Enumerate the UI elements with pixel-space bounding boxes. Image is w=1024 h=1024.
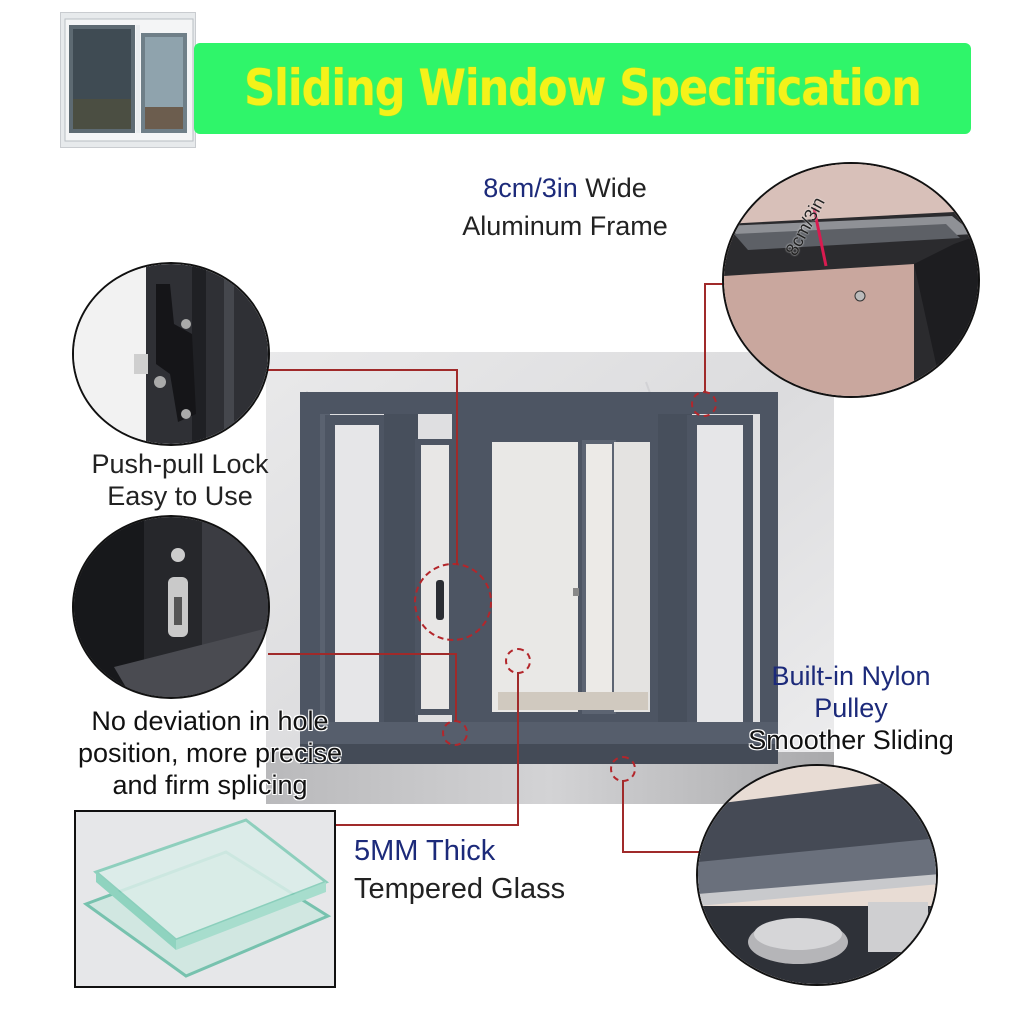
lock-callout: Push-pull Lock Easy to Use (64, 448, 296, 512)
tempered-glass-image (74, 810, 336, 988)
pulley-leader-line (622, 780, 624, 852)
pulley-detail (696, 764, 938, 986)
frame-leader-line-horizontal (704, 283, 734, 285)
frame-highlight-circle (691, 391, 717, 417)
hole-callout-line3: and firm splicing (112, 770, 308, 800)
frame-corner-image (724, 164, 978, 396)
lock-detail-image (74, 264, 268, 444)
hole-splicing-detail (72, 515, 270, 699)
glass-highlight-circle (505, 648, 531, 674)
lock-callout-line2: Easy to Use (107, 481, 253, 511)
pulley-detail-image (698, 766, 936, 984)
pulley-callout-line2: Pulley (814, 693, 888, 723)
pulley-callout-line1: Built-in Nylon (771, 661, 931, 691)
frame-width-highlight: 8cm/3in (483, 173, 578, 203)
glass-panes-drawing (76, 812, 334, 986)
frame-callout-line1: 8cm/3in Wide (420, 172, 710, 204)
glass-callout-line2: Tempered Glass (354, 873, 566, 905)
frame-callout-line2: Aluminum Frame (462, 211, 668, 241)
window-thumbnail (60, 12, 196, 148)
frame-width-rest: Wide (577, 173, 647, 203)
lock-highlight-circle (414, 563, 492, 641)
hole-leader-line (268, 653, 456, 655)
frame-callout: 8cm/3in Wide Aluminum Frame (420, 172, 710, 242)
hole-callout-line1: No deviation in hole (91, 706, 329, 736)
lock-leader-line (186, 369, 457, 371)
lock-callout-line1: Push-pull Lock (91, 449, 269, 479)
hole-callout-line2: position, more precise (77, 738, 343, 768)
pulley-leader-line-horizontal (622, 851, 700, 853)
glass-leader-line-horizontal (336, 824, 519, 826)
pulley-callout: Built-in Nylon Pulley Smoother Sliding (740, 660, 962, 756)
title-banner: Sliding Window Specification (194, 43, 971, 134)
pulley-callout-line3: Smoother Sliding (748, 725, 954, 755)
frame-corner-detail: 8cm/3in (722, 162, 980, 398)
hole-leader-line-vertical (455, 653, 457, 721)
pulley-highlight-circle (610, 756, 636, 782)
sliding-window-image (266, 352, 834, 804)
glass-callout: 5MM Thick Tempered Glass (354, 832, 634, 908)
window-thumbnail-image (61, 13, 195, 147)
frame-leader-line (704, 283, 706, 393)
glass-leader-line (517, 672, 519, 825)
lock-leader-line-vertical (456, 369, 458, 565)
glass-callout-line1: 5MM Thick (354, 835, 496, 867)
splicing-highlight-circle (442, 720, 468, 746)
sliding-window-drawing (266, 352, 834, 804)
hole-callout: No deviation in hole position, more prec… (60, 705, 360, 801)
lock-detail (72, 262, 270, 446)
hole-splicing-image (74, 517, 268, 697)
page-title: Sliding Window Specification (244, 59, 922, 118)
